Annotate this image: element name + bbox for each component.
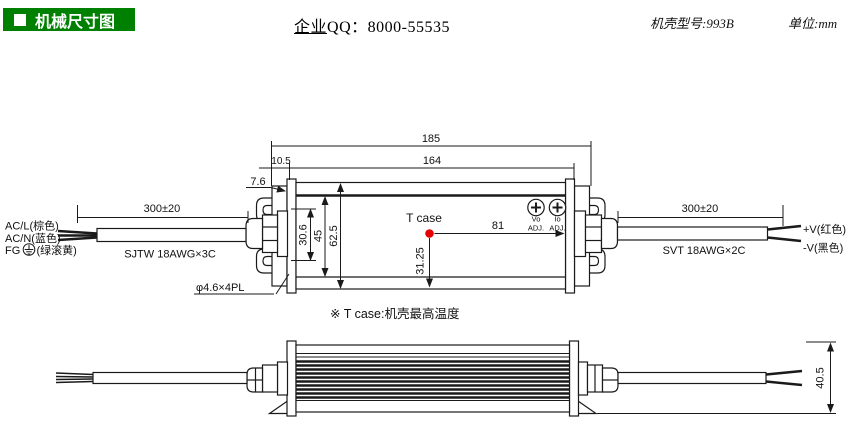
wire-label-fg-color: (绿滚黄)	[37, 243, 77, 257]
dim-output-wire	[617, 205, 784, 226]
earth-ground-icon	[22, 243, 36, 256]
dim-40-5-label: 40.5	[815, 367, 827, 388]
side-output-cable	[617, 369, 803, 387]
section-header-badge: 机械尺寸图	[3, 8, 135, 31]
dim-62-5-label: 62.5	[328, 225, 340, 246]
side-input-cable	[55, 371, 248, 385]
wire-label-fg: FG	[5, 245, 20, 257]
side-view	[55, 340, 836, 417]
dim-input-wire-label: 300±20	[144, 203, 181, 215]
vo-adjuster-screw-icon	[527, 198, 545, 217]
case-model-label: 机壳型号:993B	[650, 16, 734, 31]
dim-164-label: 164	[423, 155, 441, 167]
tcase-label: T case	[406, 211, 442, 225]
vo-label: Vo	[532, 215, 541, 224]
right-end-flange	[564, 178, 576, 294]
dim-hole-callout	[194, 273, 290, 295]
input-cable-gland	[245, 210, 289, 258]
side-input-gland	[246, 361, 289, 396]
wire-label-v-plus: +V(红色)	[803, 222, 846, 236]
dim-tcase-position	[426, 230, 565, 288]
heatsink-fins	[296, 360, 570, 399]
dim-hole-label: φ4.6×4PL	[196, 282, 244, 294]
section-title: 机械尺寸图	[35, 13, 116, 31]
io-adjuster-screw-icon	[548, 198, 567, 217]
output-cable-spec-label: SVT 18AWG×2C	[663, 245, 746, 257]
right-end-plate	[568, 340, 580, 417]
output-cable-gland	[573, 210, 619, 258]
dim-45-label: 45	[313, 230, 325, 242]
tcase-note: ※ T case:机壳最高温度	[330, 306, 460, 321]
vo-adj-label: ADJ.	[528, 224, 544, 233]
dim-31-25-label: 31.25	[415, 247, 427, 275]
qq-number: QQ：8000-55535	[327, 19, 450, 36]
dim-input-wire	[77, 205, 249, 223]
output-cable	[616, 224, 802, 243]
keyhole-slot-icon	[262, 255, 272, 267]
dim-heights	[291, 183, 344, 289]
dim-output-wire-label: 300±20	[682, 203, 719, 215]
section-square-icon	[14, 13, 26, 26]
dim-body-length	[259, 163, 575, 180]
io-adj-label: ADJ.	[549, 224, 565, 233]
input-wire-ends	[57, 229, 98, 242]
dim-side-height	[597, 341, 836, 414]
left-end-plate	[286, 340, 297, 417]
tcase-point-dot	[425, 229, 434, 238]
wire-label-ac-l: AC/L(棕色)	[5, 219, 59, 233]
dim-flange-offset	[246, 185, 286, 193]
io-label: Io	[554, 215, 560, 224]
input-cable-spec-label: SJTW 18AWG×3C	[124, 249, 216, 261]
wire-label-v-minus: -V(黑色)	[803, 241, 843, 255]
dim-185-label: 185	[422, 133, 440, 145]
dim-10-5-label: 10.5	[271, 156, 291, 167]
input-cable	[57, 227, 247, 243]
output-wire-ends	[767, 224, 802, 243]
keyhole-slot-icon	[262, 204, 272, 216]
dim-7-6-label: 7.6	[250, 176, 265, 188]
dim-81-label: 81	[492, 220, 504, 232]
dim-30-6-label: 30.6	[298, 224, 310, 245]
top-view	[22, 141, 802, 295]
side-output-gland	[577, 361, 619, 396]
keyhole-slot-icon	[589, 255, 600, 267]
dimension-lines	[77, 141, 784, 295]
qq-contact-label: 企业QQ：8000-55535	[294, 13, 450, 37]
finned-case-body	[295, 344, 571, 413]
wire-label-ac-n: AC/N(蓝色)	[5, 231, 61, 245]
unit-label: 单位:mm	[788, 16, 838, 31]
keyhole-slot-icon	[589, 204, 600, 216]
top-view-labels: 185 164 10.5 7.6 62.5 45 30.6 81 31.25 φ…	[5, 133, 846, 294]
qq-prefix: 企业	[294, 19, 328, 36]
